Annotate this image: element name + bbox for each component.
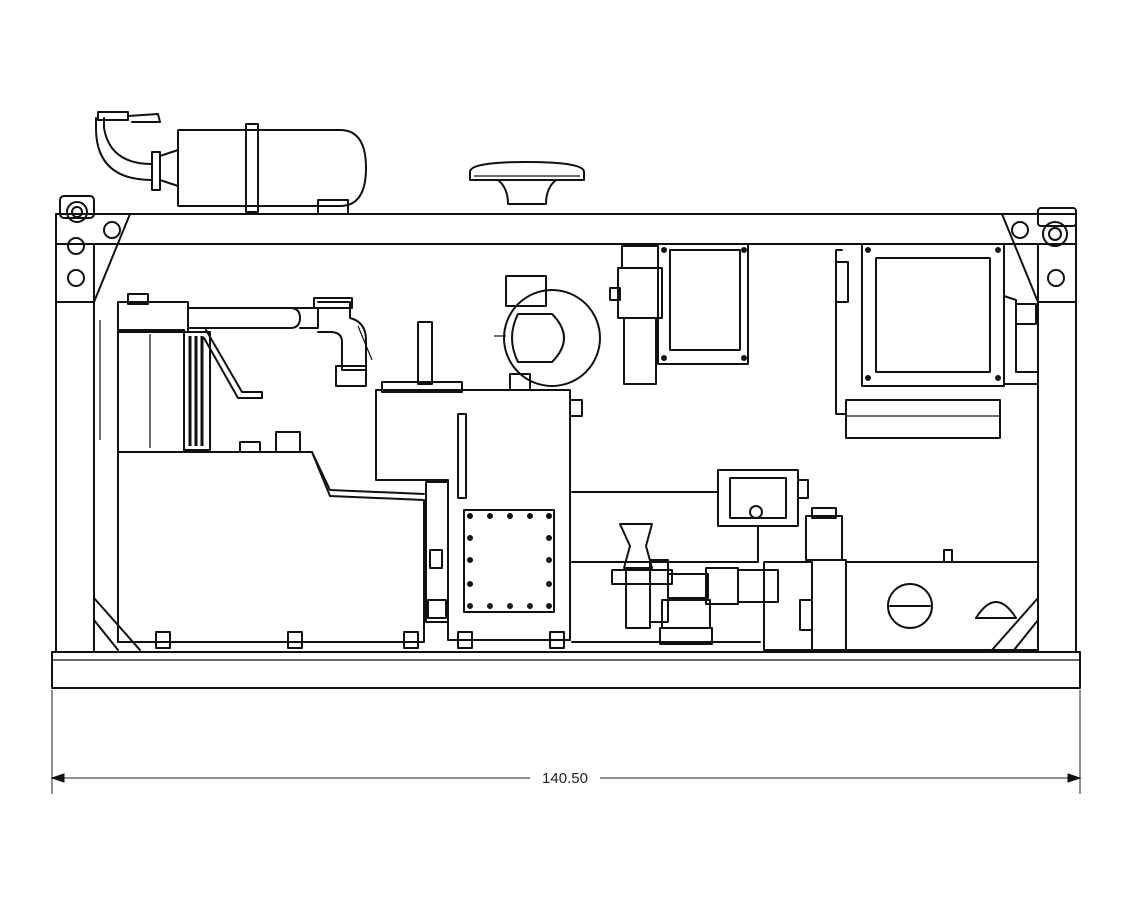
water-pump: [571, 523, 779, 645]
hydraulic-pump: [571, 469, 809, 563]
heat-exchanger: [835, 243, 1039, 439]
exhaust-muffler: [95, 111, 367, 215]
overall-width-dimension: [50, 690, 1082, 794]
filter-assembly: [609, 245, 663, 385]
dimension-label: 140.50: [542, 770, 588, 787]
skid-frame: [51, 213, 1081, 689]
engine-block: [763, 507, 1039, 651]
fuel-tank: [117, 431, 425, 649]
lifting-lug-right: [1037, 207, 1077, 247]
air-intake-pipe: [187, 297, 373, 387]
roof-vent: [469, 161, 585, 205]
lifting-lug-left: [59, 195, 95, 223]
blower-housing: [494, 275, 601, 387]
hydraulic-reservoir: [375, 321, 583, 649]
radiator-cooler: [99, 293, 263, 453]
control-box: [657, 243, 749, 365]
